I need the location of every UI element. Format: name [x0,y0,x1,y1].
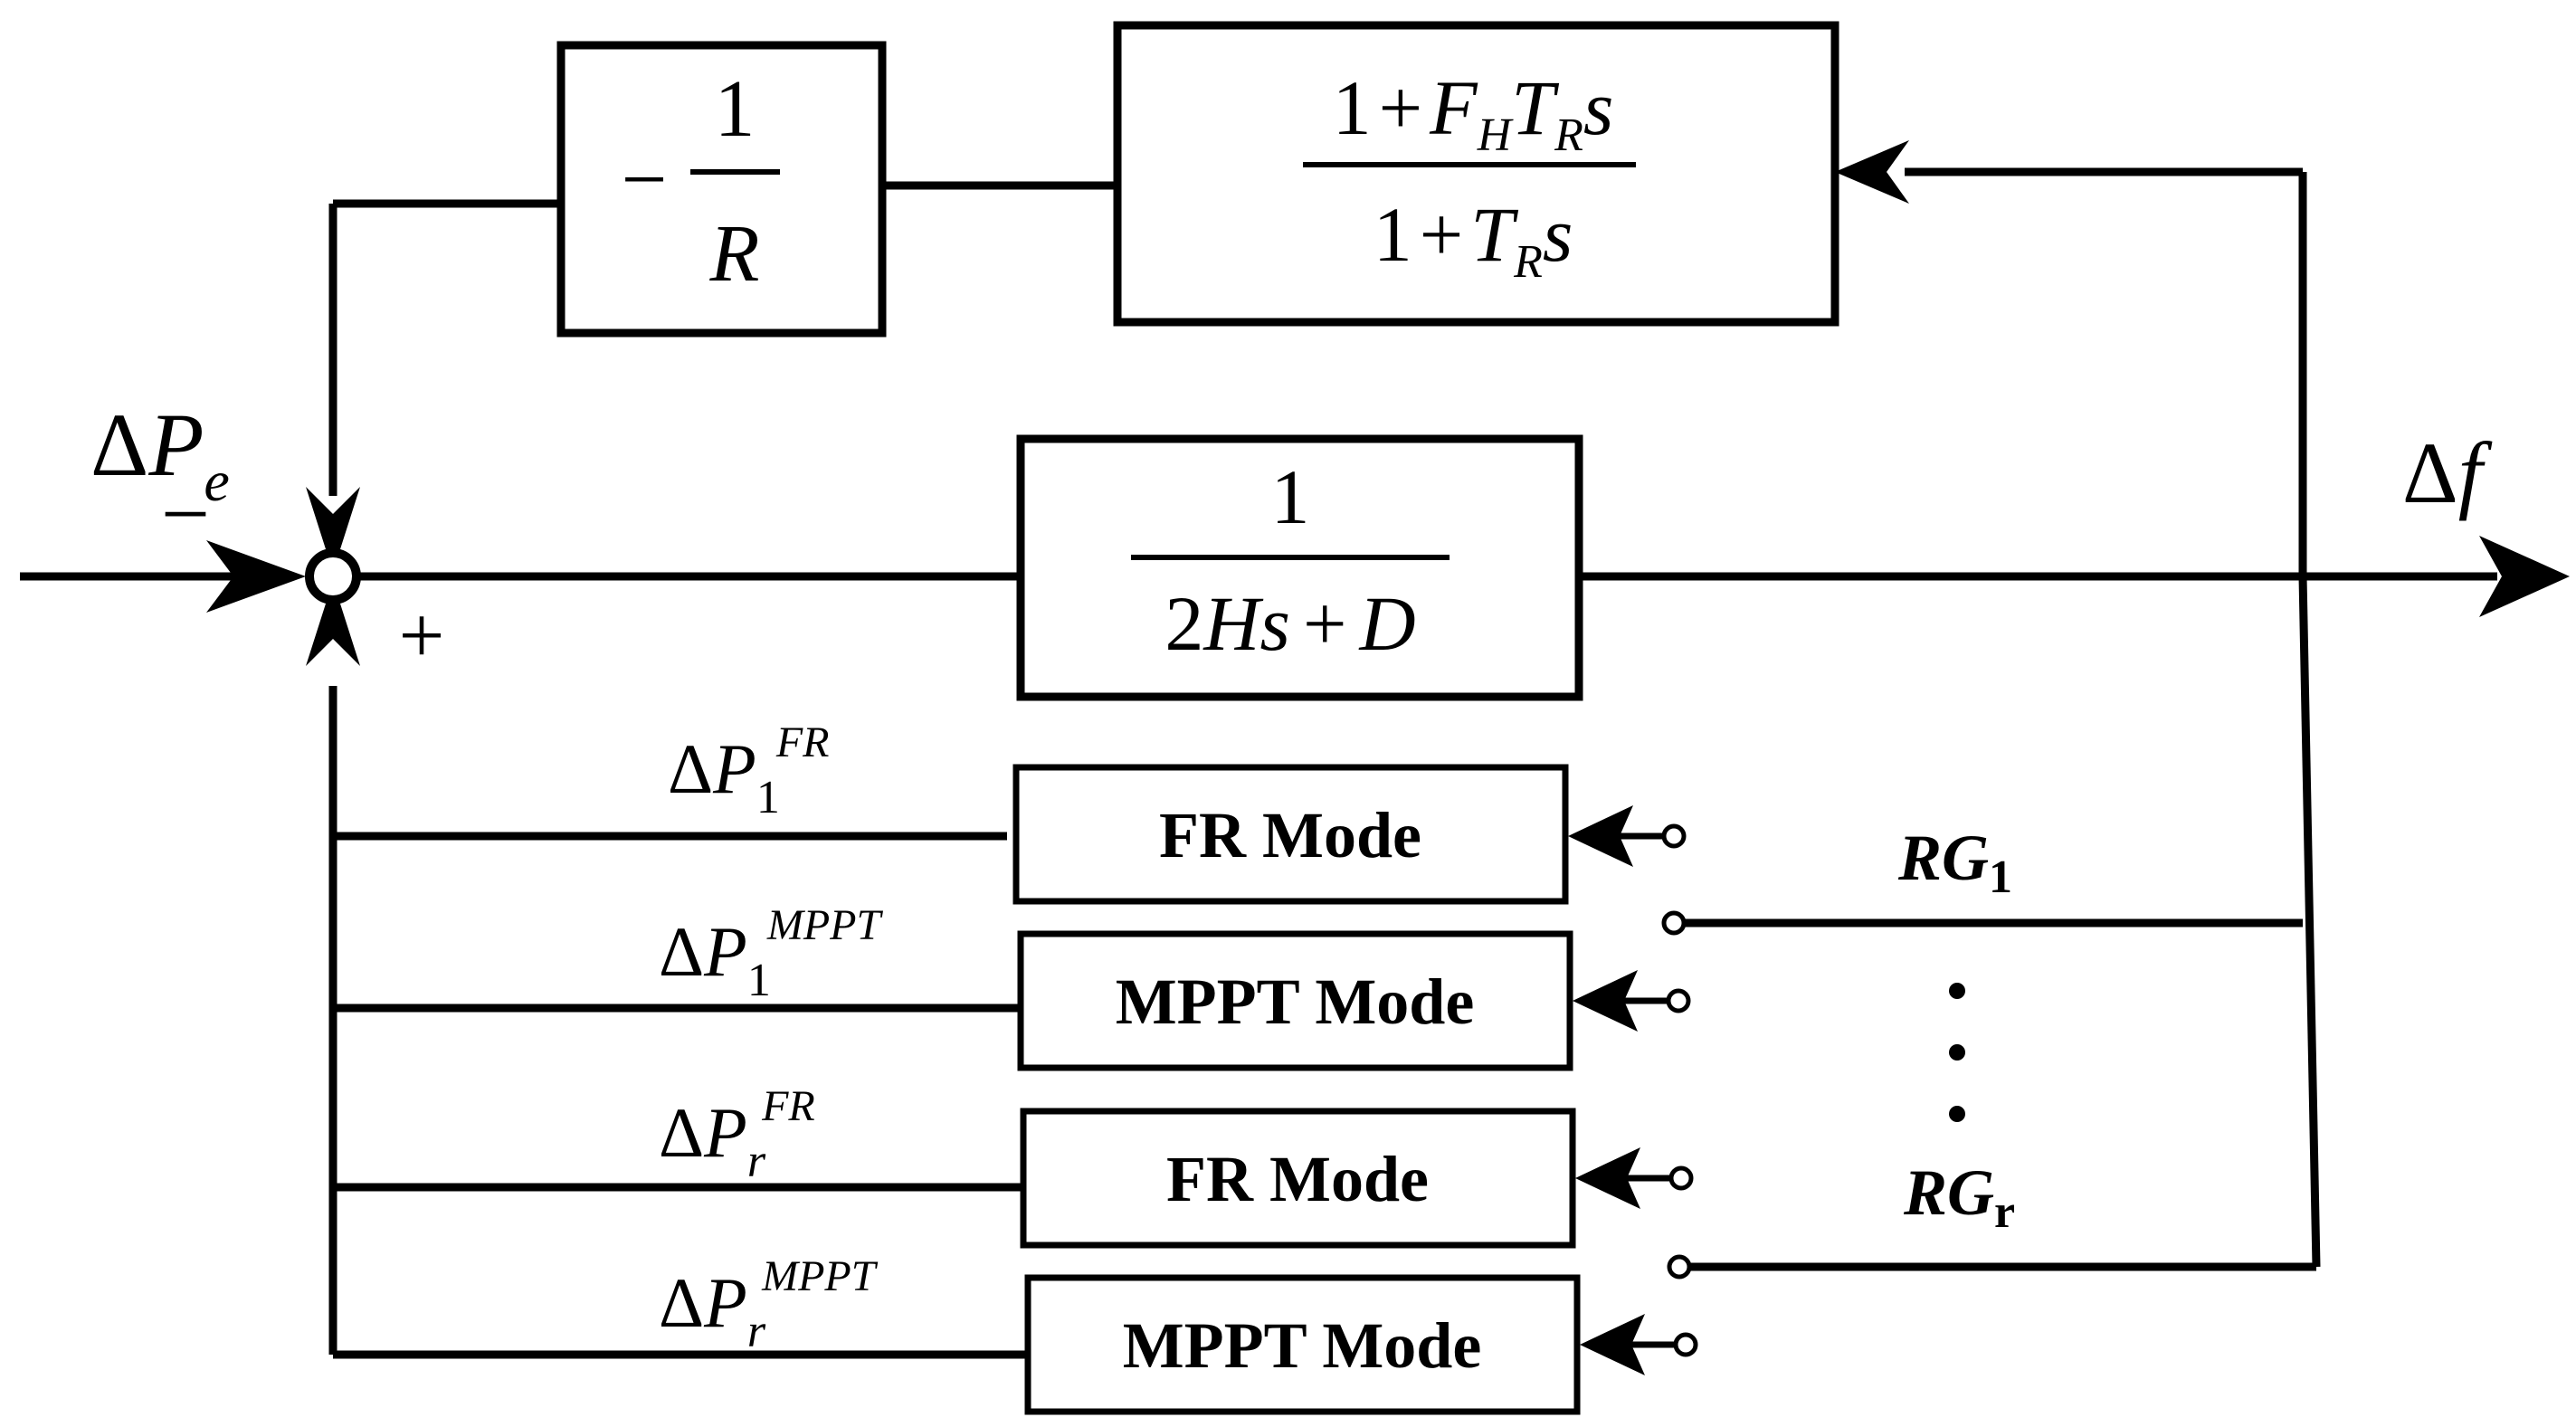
fr-mode-block-1: FR Mode [1012,764,1569,905]
droop-gain-block: − 1 R [556,41,887,338]
switch-mppt-r [1580,1314,1698,1375]
droop-arrow [306,487,360,572]
system-dynamics-block: 1 2Hs+D [1016,434,1583,701]
rgr-terminal [1667,1254,1692,1280]
input-minus-sign: − [161,465,210,562]
fr-mode-block-r: FR Mode [1020,1108,1576,1249]
branch-label-mppt-1: ΔP1MPPT [659,901,883,1006]
group-label-rg1: RG1 [1897,822,2012,903]
switch-fr-1 [1568,805,1687,867]
collector-arrow [306,581,360,666]
switch-fr-r [1575,1147,1694,1209]
turbine-transfer-block: 1+FHTRs 1+TRs [1113,21,1839,327]
turbine-denominator: 1+TRs [1374,191,1573,288]
system-denominator: 2Hs+D [1164,580,1415,667]
output-arrow [2479,536,2570,617]
arrowheads [206,140,2570,666]
droop-numerator: 1 [715,64,756,154]
branch-label-mppt-r: ΔPrMPPT [659,1252,879,1357]
branch-labels: ΔP1FR ΔP1MPPT ΔPrFR ΔPrMPPT [659,718,883,1357]
mppt-mode-label-r: MPPT Mode [1123,1309,1482,1382]
mode-switches [1568,805,1698,1375]
system-numerator: 1 [1271,453,1310,540]
group-label-rgr: RGr [1903,1156,2015,1238]
plus-sign: + [399,591,445,680]
branch-label-fr-r: ΔPrFR [659,1082,815,1187]
turbine-numerator: 1+FHTRs [1333,64,1614,161]
feedback-arrow [1835,140,1909,204]
droop-minus-sign: − [622,135,668,224]
output-signal-label: Δf [2402,424,2493,521]
signal-wires [20,167,2497,1359]
branch-label-fr-1: ΔP1FR [668,718,829,823]
mppt-mode-block-r: MPPT Mode [1024,1274,1581,1415]
summing-junction [305,548,361,604]
group-labels: RG1 RGr [1897,822,2015,1238]
vertical-ellipsis [1949,983,1965,1122]
input-arrow [206,540,306,613]
fr-mode-label-1: FR Mode [1159,799,1421,871]
fr-mode-label-r: FR Mode [1166,1143,1429,1215]
mppt-mode-block-1: MPPT Mode [1017,930,1573,1071]
droop-denominator: R [709,209,760,299]
mppt-mode-label-1: MPPT Mode [1116,966,1475,1038]
switch-mppt-1 [1573,970,1691,1032]
input-signal-label: ΔPe [90,395,230,513]
rg-vertical-bus [2298,576,2321,1268]
rg1-terminal [1661,910,1687,936]
